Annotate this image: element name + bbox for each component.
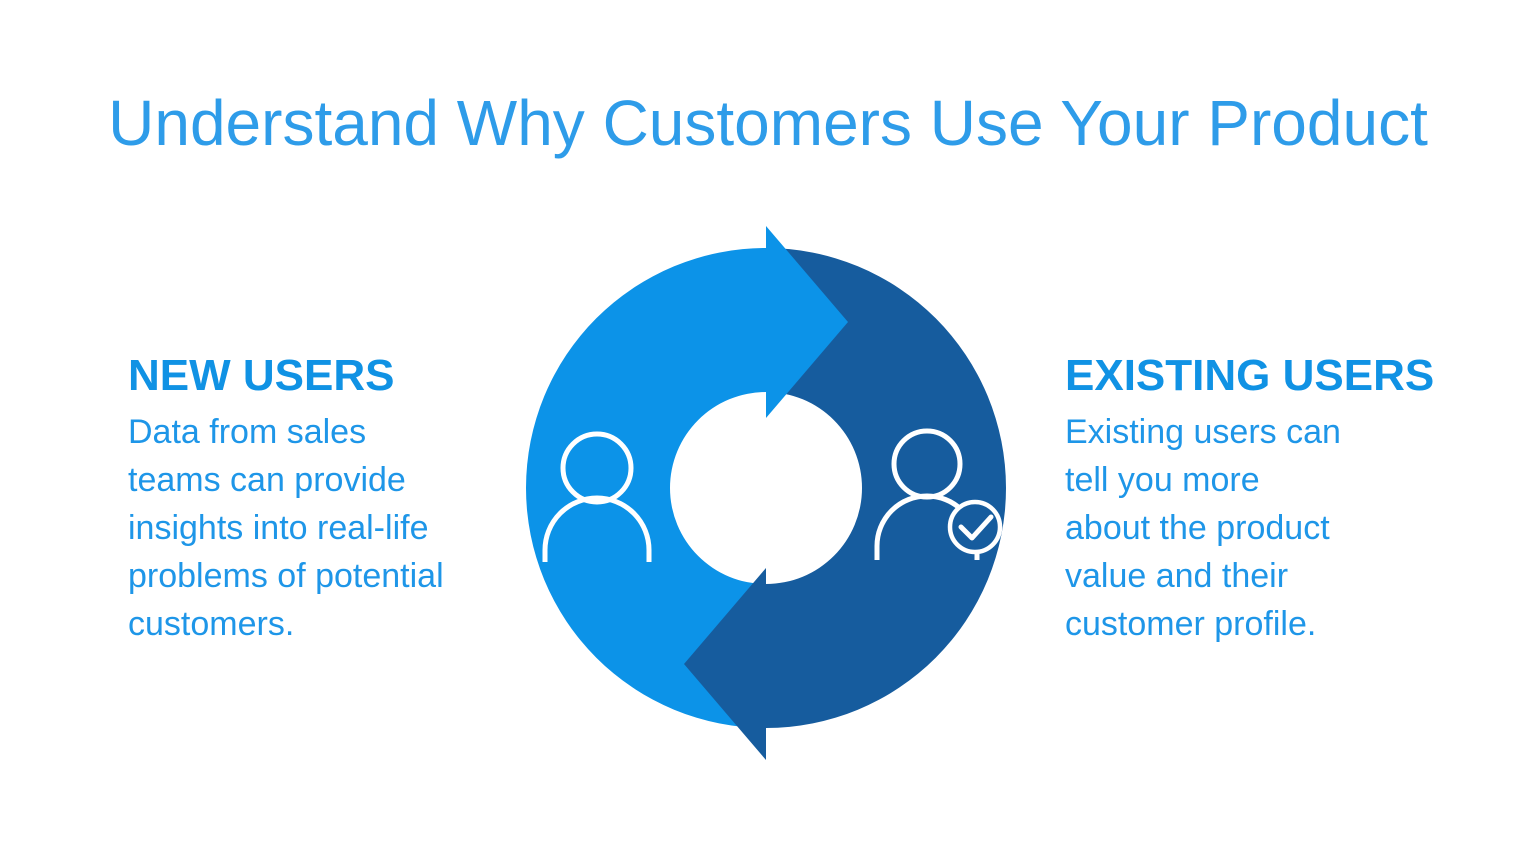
new-users-body: Data from sales teams can provide insigh… [128, 413, 444, 644]
new-users-section: NEW USERS Data from sales teams can prov… [128, 351, 538, 648]
existing-users-body: Existing users can tell you more about t… [1065, 413, 1341, 644]
new-user-head [560, 431, 634, 505]
clockwise-arrow-bottom-icon [684, 568, 766, 760]
new-user-icon [542, 431, 652, 562]
new-user-shoulders [542, 495, 652, 562]
existing-user-check-icon [874, 428, 1003, 560]
check-circle [947, 499, 1003, 555]
existing-users-heading: EXISTING USERS [1065, 351, 1435, 400]
page-title: Understand Why Customers Use Your Produc… [108, 87, 1428, 159]
clockwise-arrow-top-icon [766, 226, 848, 418]
existing-users-section: EXISTING USERS Existing users can tell y… [1065, 351, 1475, 648]
new-users-heading: NEW USERS [128, 351, 395, 400]
cycle-left-half [526, 248, 766, 728]
cycle-right-half [766, 248, 1006, 728]
check-icon [958, 514, 994, 541]
